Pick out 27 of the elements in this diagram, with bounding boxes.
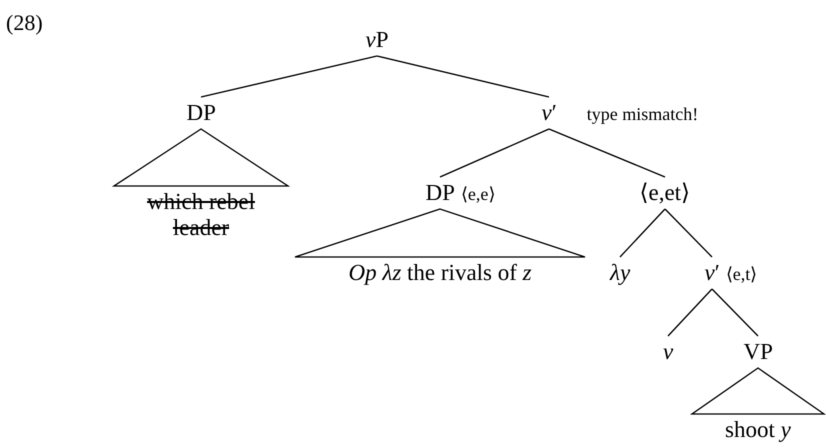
tree-branch (668, 288, 712, 336)
tree-branch (376, 55, 550, 98)
node-label: v (663, 339, 674, 365)
node-label: v′ (704, 260, 720, 286)
triangle-branch (294, 208, 586, 258)
node-label: shoot y (725, 417, 791, 443)
node-label: v′ (542, 100, 557, 126)
tree-branch (548, 128, 666, 178)
node-label: λy (610, 260, 630, 286)
node-label: VP (744, 339, 773, 365)
tree-branch (440, 128, 550, 178)
node-label: DP (426, 180, 455, 206)
node-label: which rebel leader (146, 189, 256, 241)
annotation-text: type mismatch! (586, 103, 698, 126)
tree-branch (620, 208, 666, 258)
example-number: (28) (6, 10, 43, 36)
node-label: DP (186, 100, 216, 126)
node-label: ⟨e,et⟩ (640, 180, 690, 206)
type-label: ⟨e,e⟩ (460, 183, 496, 206)
tree-branch (200, 55, 378, 98)
node-label: Op λz the rivals of z (348, 260, 532, 286)
node-label: vP (366, 27, 389, 53)
triangle-branch (112, 128, 290, 187)
type-label: ⟨e,t⟩ (726, 263, 758, 286)
triangle-branch (690, 367, 826, 415)
tree-branch (712, 288, 758, 336)
tree-branch (664, 208, 712, 258)
